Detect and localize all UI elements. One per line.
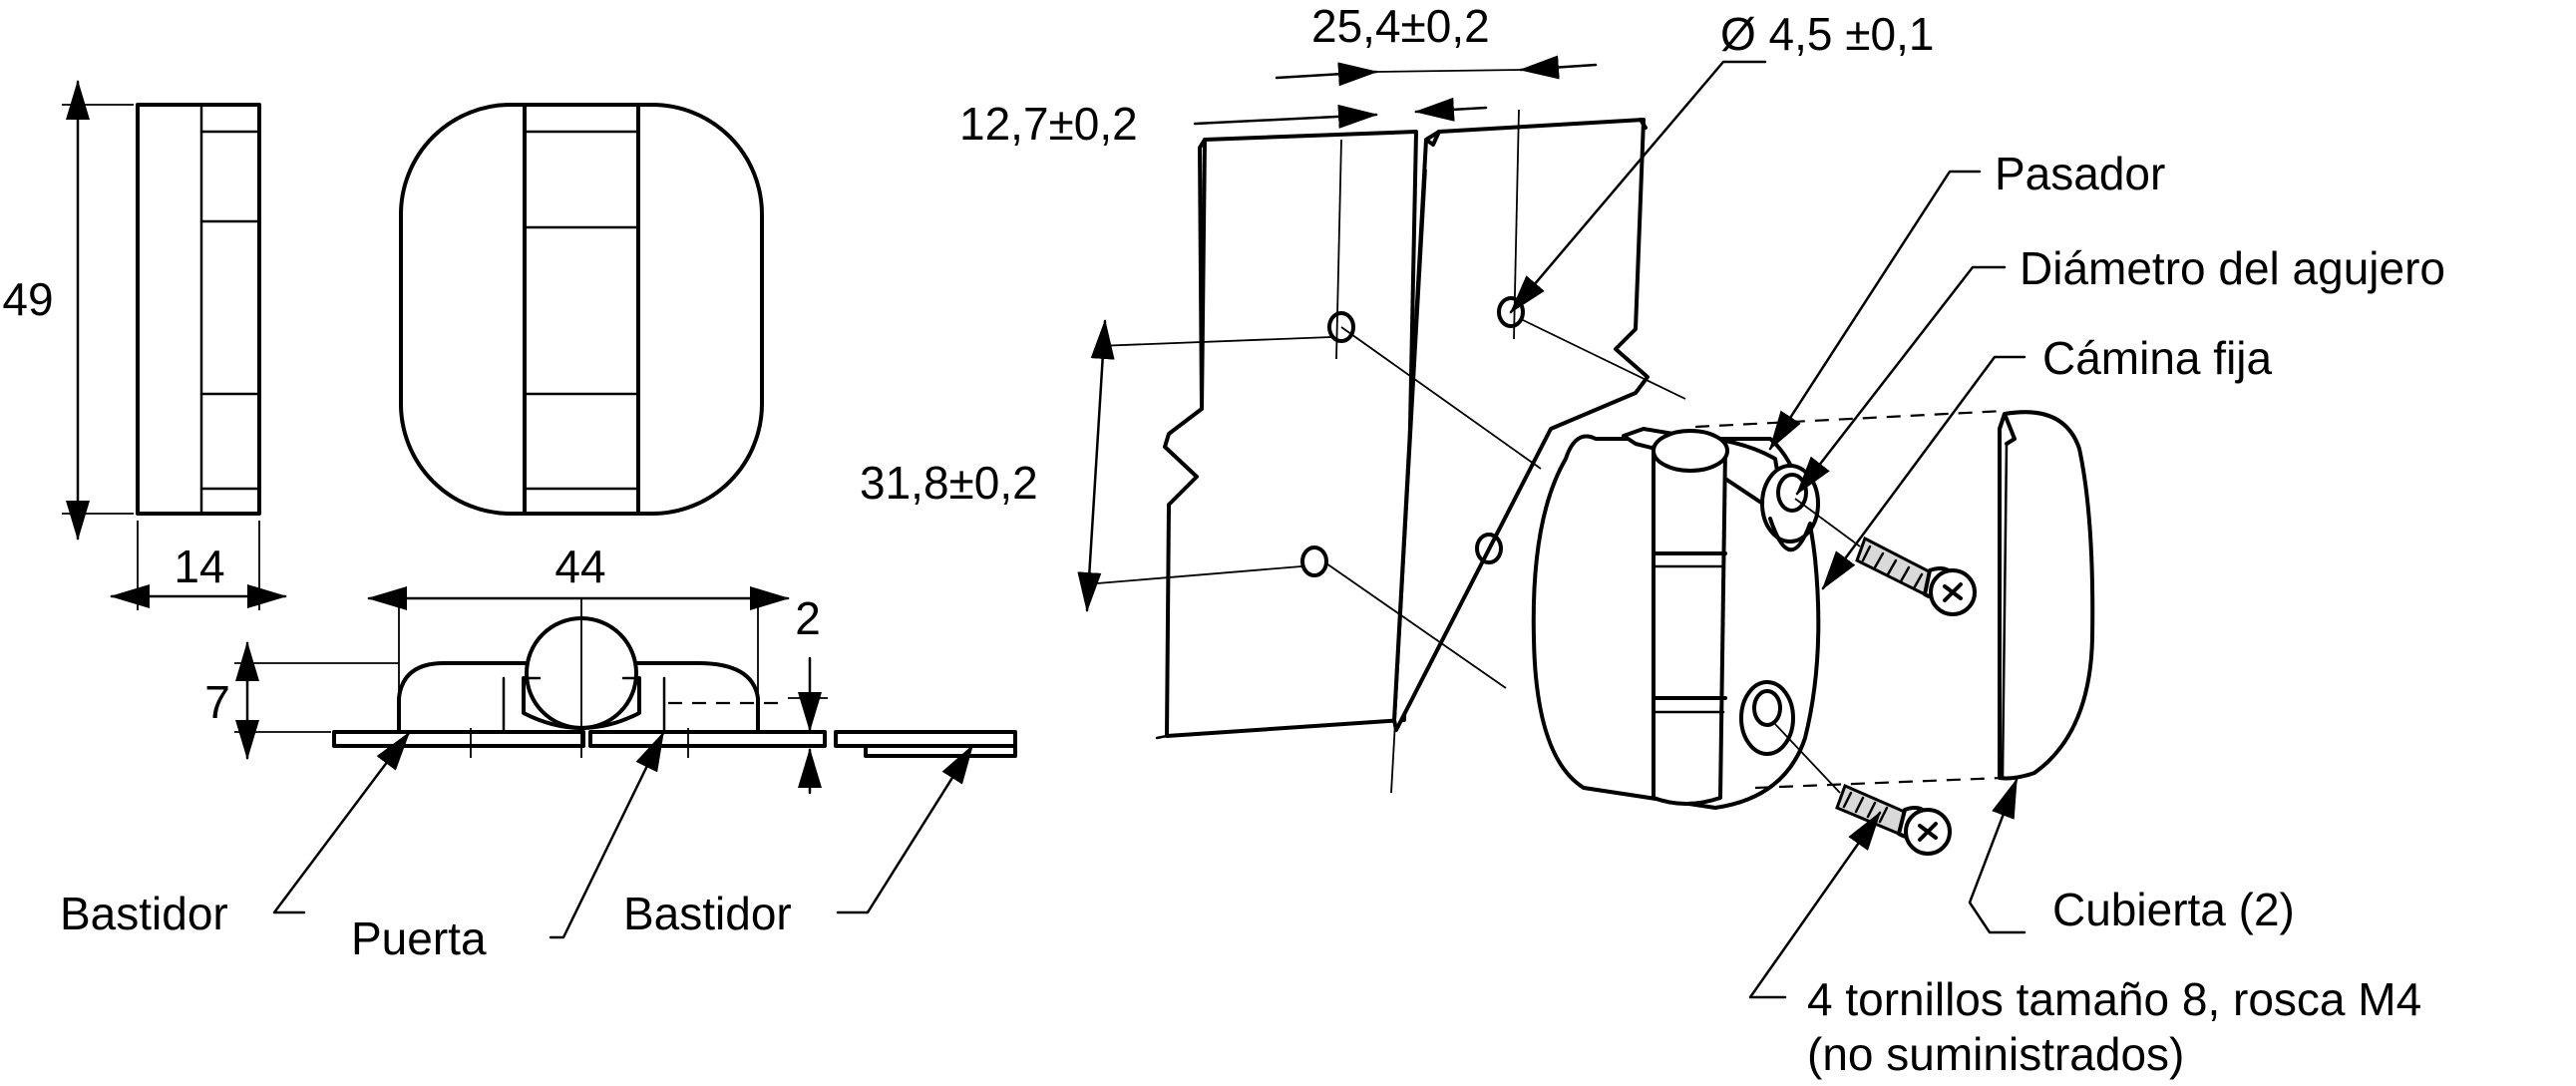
label-screws: 4 tornillos tamaño 8, rosca M4 (no sumin… <box>1748 811 2421 1080</box>
hole-spacing-y-value: 31,8±0,2 <box>860 457 1038 509</box>
dimension-depth: 14 <box>110 541 287 608</box>
side-view <box>62 103 261 610</box>
dimension-height: 49 <box>2 80 90 541</box>
height-value: 49 <box>2 273 53 325</box>
hole-diameter-value: Ø 4,5 ±0,1 <box>1720 8 1934 60</box>
screws-text-line1: 4 tornillos tamaño 8, rosca M4 <box>1807 973 2421 1025</box>
pin-text: Pasador <box>1995 148 2165 199</box>
screw-bottom <box>1835 783 1952 856</box>
label-frame-right: Bastidor <box>623 744 974 939</box>
isometric-cover <box>1694 409 2095 790</box>
label-door: Puerta <box>351 731 665 964</box>
cover-text: Cubierta (2) <box>2052 884 2295 935</box>
fixed-knuckle-text: Cámina fija <box>2042 332 2273 384</box>
frame-right-text: Bastidor <box>623 888 792 939</box>
isometric-plates <box>1096 109 1686 794</box>
width-value: 44 <box>554 541 605 592</box>
knuckle-height-value: 7 <box>204 676 230 728</box>
dimension-hole-spacing-y: 31,8±0,2 <box>860 319 1115 612</box>
label-frame-left: Bastidor <box>60 731 411 939</box>
screw-top <box>1855 536 1977 616</box>
dimension-hole-diameter: Ø 4,5 ±0,1 <box>1509 8 1934 314</box>
door-text: Puerta <box>351 912 487 964</box>
screws-text-line2: (no suministrados) <box>1807 1028 2184 1080</box>
label-cover: Cubierta (2) <box>1968 778 2295 935</box>
hole-diameter-text: Diámetro del agujero <box>2020 242 2445 294</box>
hole-spacing-x-value: 25,4±0,2 <box>1311 0 1490 52</box>
top-view <box>234 598 1017 758</box>
dimension-cover-thickness: 2 <box>795 592 822 795</box>
label-fixed-knuckle: Cámina fija <box>1821 332 2273 590</box>
pin-offset-value: 12,7±0,2 <box>959 98 1138 150</box>
front-view <box>399 103 764 516</box>
isometric-screws <box>1772 498 1977 856</box>
isometric-knuckle-body <box>1531 427 1821 810</box>
label-hole-diameter: Diámetro del agujero <box>1795 242 2445 496</box>
depth-value: 14 <box>174 541 224 592</box>
label-pin: Pasador <box>1768 148 2165 451</box>
frame-left-text: Bastidor <box>60 888 228 939</box>
dimension-width: 44 <box>367 541 790 610</box>
dimension-hole-spacing-x: 25,4±0,2 <box>1275 0 1598 87</box>
dimension-pin-offset: 12,7±0,2 <box>959 97 1488 150</box>
dimension-knuckle-height: 7 <box>204 641 259 760</box>
cover-thickness-value: 2 <box>795 592 821 644</box>
